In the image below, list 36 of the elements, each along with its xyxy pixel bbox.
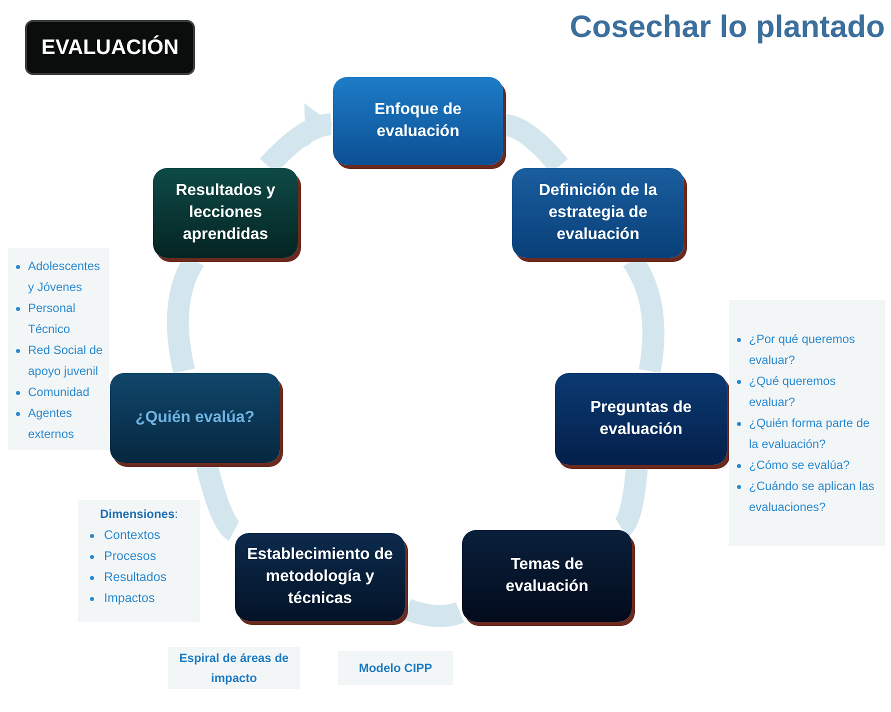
step-label: Definición de la estrategia de evaluación xyxy=(538,181,658,245)
process-box xyxy=(555,373,727,465)
bullet-item: Resultados xyxy=(104,569,167,586)
bullet-item: Red Social de apoyo juvenil xyxy=(28,342,104,380)
process-box xyxy=(512,168,684,258)
process-box xyxy=(153,168,298,258)
bullet-item: Contextos xyxy=(104,527,160,544)
step-label: Resultados y lecciones aprendidas xyxy=(174,181,276,245)
step-label: Temas de evaluación xyxy=(504,555,590,597)
note-box: Modelo CIPP xyxy=(338,651,453,685)
note-box: Espiral de áreas de impacto xyxy=(168,647,300,689)
section-badge: EVALUACIÓN xyxy=(25,20,195,75)
bullet-item: Procesos xyxy=(104,548,156,565)
process-box xyxy=(333,77,503,165)
process-box xyxy=(462,530,632,622)
bullet-item: ¿Por qué queremos evaluar? xyxy=(749,330,856,368)
bullet-item: Personal Técnico xyxy=(28,300,76,338)
info-panel xyxy=(8,248,109,450)
page-title: Cosechar lo plantado xyxy=(570,8,885,46)
step-label: ¿Quién evalúa? xyxy=(135,408,255,428)
info-panel xyxy=(78,500,200,622)
panel-heading: Dimensiones: xyxy=(98,506,180,523)
bullet-item: Impactos xyxy=(104,590,155,607)
step-label: Preguntas de evaluación xyxy=(589,398,693,440)
process-box xyxy=(235,533,405,621)
step-label: Enfoque de evaluación xyxy=(373,100,463,142)
info-panel xyxy=(729,300,885,546)
bullet-item: ¿Qué queremos evaluar? xyxy=(749,372,837,410)
bullet-item: Agentes externos xyxy=(28,405,76,443)
bullet-item: ¿Cómo se evalúa? xyxy=(749,456,850,474)
step-label: Establecimiento de metodología y técnicas xyxy=(246,545,394,609)
bullet-item: Adolescentes y Jóvenes xyxy=(28,258,102,296)
bullet-item: ¿Quién forma parte de la evaluación? xyxy=(749,414,871,452)
bullet-item: ¿Cuándo se aplican las evaluaciones? xyxy=(749,478,876,516)
process-box xyxy=(110,373,280,463)
bullet-item: Comunidad xyxy=(28,384,90,401)
